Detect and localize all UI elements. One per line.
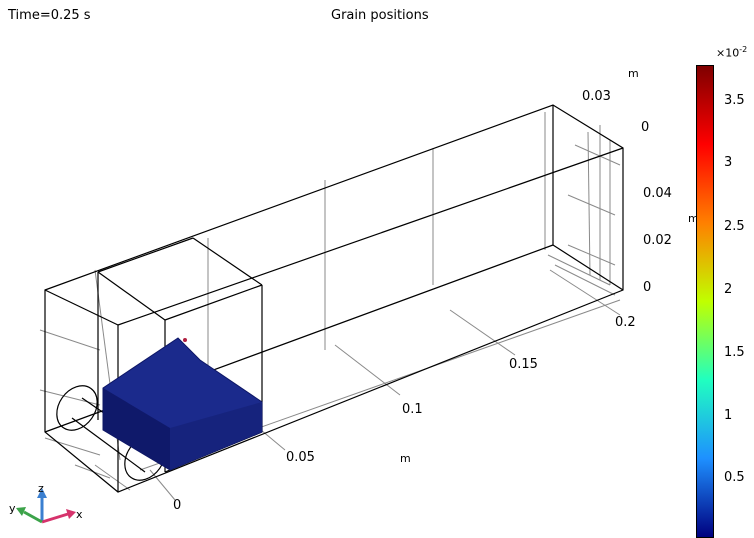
triad-y-label: y	[9, 502, 16, 515]
y-unit: m	[628, 67, 639, 80]
z-tick-0: 0	[643, 280, 652, 295]
x-tick-0-05: 0.05	[286, 450, 315, 465]
plot-title: Grain positions	[331, 8, 429, 23]
colorbar-tick-2-5: 2.5	[724, 219, 745, 234]
colorbar-tick-3-5: 3.5	[724, 93, 745, 108]
y-tick-0: 0	[641, 120, 650, 135]
x-axis-arrow	[41, 512, 69, 524]
x-tick-0-15: 0.15	[509, 357, 538, 372]
grain-particles	[102, 337, 263, 471]
y-tick-0-03: 0.03	[582, 89, 611, 104]
x-tick-0-1: 0.1	[402, 402, 423, 417]
color-legend-bar	[696, 65, 714, 538]
colorbar-tick-0-5: 0.5	[724, 470, 745, 485]
time-label: Time=0.25 s	[8, 8, 91, 23]
axis-triad	[16, 488, 76, 524]
colorbar-exponent: ×10-2	[716, 45, 748, 60]
triad-x-label: x	[76, 508, 83, 521]
highlight-grain	[183, 338, 187, 342]
z-axis-arrowhead	[37, 488, 47, 498]
y-axis-arrowhead	[16, 507, 26, 516]
colorbar-tick-1: 1	[724, 408, 733, 423]
x-unit: m	[400, 452, 411, 465]
colorbar-tick-3: 3	[724, 155, 733, 170]
z-tick-0-02: 0.02	[643, 233, 672, 248]
y-axis-arrow	[23, 510, 43, 524]
x-tick-0: 0	[173, 498, 182, 513]
colorbar-tick-2: 2	[724, 282, 733, 297]
z-unit: m	[688, 212, 699, 225]
x-tick-0-2: 0.2	[615, 315, 636, 330]
colorbar-tick-1-5: 1.5	[724, 345, 745, 360]
triad-z-label: z	[38, 482, 44, 495]
x-axis-arrowhead	[66, 509, 76, 519]
z-tick-0-04: 0.04	[643, 186, 672, 201]
